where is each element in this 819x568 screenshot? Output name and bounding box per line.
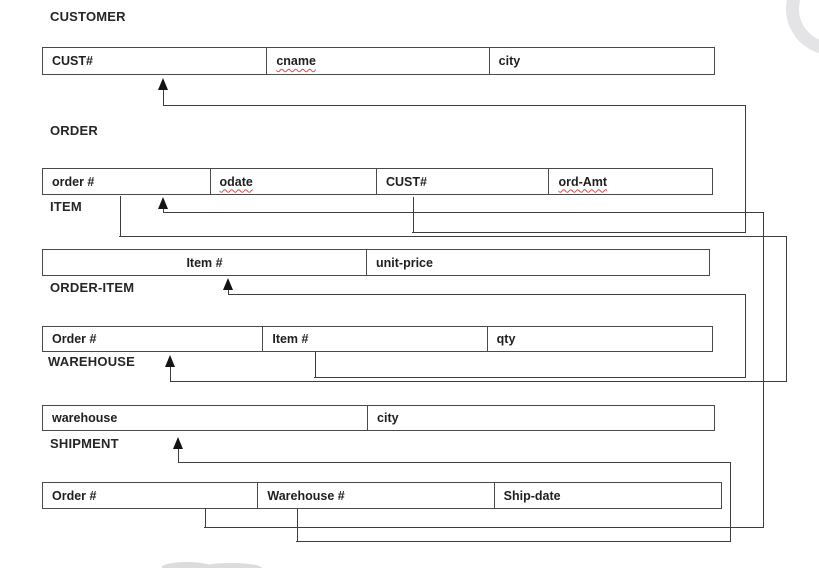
- watermark-smudge: [162, 562, 212, 568]
- table-title-warehouse: WAREHOUSE: [48, 354, 136, 369]
- field-item-number: Item #: [43, 250, 368, 275]
- table-title-customer: CUSTOMER: [50, 9, 126, 24]
- field-order-number: Order #: [43, 483, 259, 508]
- field-order-number: order #: [43, 169, 211, 194]
- arrow-up-icon: [173, 437, 183, 449]
- arrow-up-icon: [223, 278, 233, 290]
- field-qty: qty: [496, 332, 516, 346]
- link-shipment-order-segment: [762, 212, 765, 528]
- table-title-order: ORDER: [50, 123, 98, 138]
- link-shipment-warehouse-segment: [177, 449, 180, 462]
- link-shipment-warehouse-segment: [296, 509, 299, 542]
- arrow-up-icon: [158, 78, 168, 90]
- table-title-shipment: SHIPMENT: [50, 436, 119, 451]
- arrow-up-icon: [158, 197, 168, 209]
- link-order-orderitem-segment: [170, 380, 787, 383]
- link-orderitem-item-segment: [314, 352, 317, 378]
- link-order-customer-segment: [163, 104, 746, 107]
- table-item: Item # unit-price: [42, 249, 710, 276]
- link-order-orderitem-segment: [119, 196, 122, 237]
- arrow-up-icon: [165, 355, 175, 367]
- link-order-orderitem-segment: [169, 367, 172, 382]
- table-order-item: Order # Item # qty: [42, 326, 713, 352]
- link-orderitem-item-segment: [227, 290, 230, 295]
- link-order-customer-segment: [412, 197, 415, 233]
- field-odate: odate: [211, 169, 377, 194]
- field-order-number: Order #: [43, 327, 264, 351]
- table-warehouse: warehouse city: [42, 405, 715, 431]
- link-order-orderitem-segment: [119, 235, 787, 238]
- link-shipment-warehouse-segment: [729, 462, 732, 542]
- field-cname: cname: [267, 48, 490, 74]
- field-city: city: [377, 411, 399, 425]
- link-shipment-order-segment: [163, 211, 764, 214]
- link-order-customer-segment: [162, 88, 165, 106]
- field-ord-amt: ord-Amt: [558, 174, 608, 189]
- link-orderitem-item-segment: [744, 294, 747, 378]
- field-cust-number: CUST#: [377, 169, 550, 194]
- link-orderitem-item-segment: [314, 376, 746, 379]
- link-shipment-warehouse-segment: [296, 540, 731, 543]
- link-order-customer-segment: [744, 105, 747, 233]
- link-shipment-order-segment: [162, 208, 165, 213]
- table-customer: CUST# cname city: [42, 47, 715, 75]
- field-warehouse: warehouse: [43, 406, 369, 430]
- link-shipment-order-segment: [204, 526, 764, 529]
- link-orderitem-item-segment: [228, 293, 746, 296]
- table-title-order-item: ORDER-ITEM: [50, 280, 135, 295]
- link-order-orderitem-segment: [785, 236, 788, 382]
- watermark-smudge: [200, 563, 262, 568]
- link-shipment-order-segment: [204, 508, 207, 528]
- field-item-number: Item #: [263, 327, 488, 351]
- field-ship-date: Ship-date: [503, 488, 561, 503]
- table-title-item: ITEM: [50, 199, 82, 214]
- link-shipment-warehouse-segment: [178, 461, 731, 464]
- table-shipment: Order # Warehouse # Ship-date: [42, 482, 722, 509]
- field-unit-price: unit-price: [376, 255, 433, 270]
- field-city: city: [498, 54, 521, 68]
- watermark-arc: [786, 0, 819, 55]
- link-order-customer-segment: [412, 231, 746, 234]
- table-order: order # odate CUST# ord-Amt: [42, 168, 713, 195]
- field-warehouse-number: Warehouse #: [258, 483, 495, 508]
- field-cust-number: CUST#: [43, 48, 268, 74]
